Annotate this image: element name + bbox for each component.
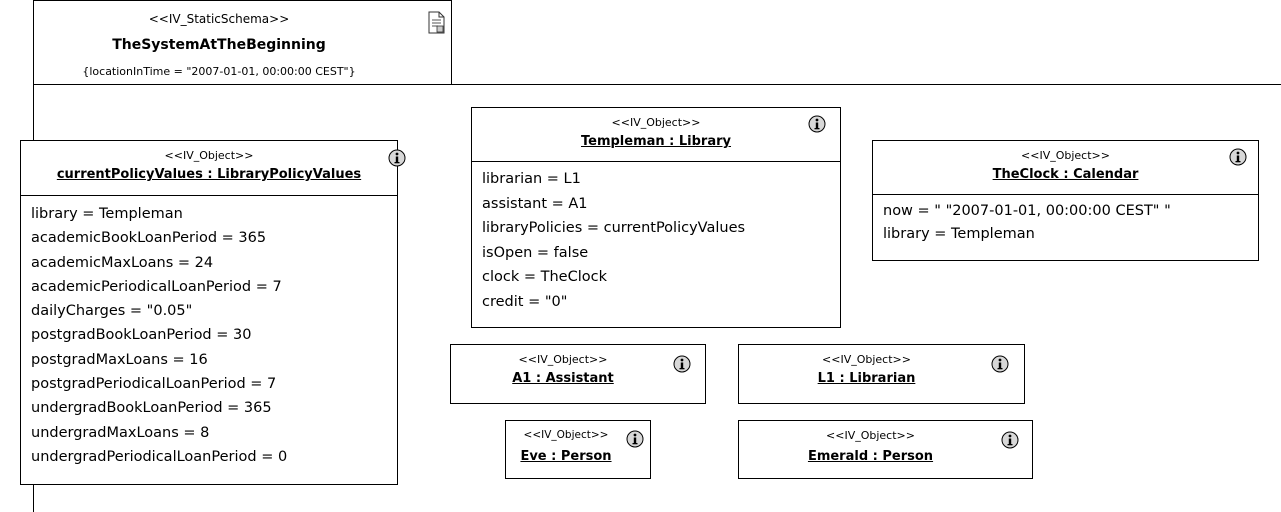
attribute: dailyCharges = "0.05" bbox=[31, 303, 193, 320]
attribute: academicMaxLoans = 24 bbox=[31, 254, 214, 271]
object-stereotype: <<IV_Object>> bbox=[518, 353, 608, 366]
attribute: now = " "2007-01-01, 00:00:00 CEST" " bbox=[883, 203, 1171, 219]
info-icon[interactable] bbox=[808, 115, 826, 133]
diagram-stereotype: <<IV_StaticSchema>> bbox=[148, 12, 290, 26]
attribute: postgradMaxLoans = 16 bbox=[31, 351, 208, 368]
diagram-header[interactable]: <<IV_StaticSchema>> TheSystemAtTheBeginn… bbox=[33, 0, 452, 85]
diagram-constraint: {locationInTime = "2007-01-01, 00:00:00 … bbox=[82, 65, 356, 78]
attribute: undergradPeriodicalLoanPeriod = 0 bbox=[31, 448, 288, 465]
object-name: A1 : Assistant bbox=[512, 371, 614, 386]
attribute: assistant = A1 bbox=[482, 195, 588, 212]
object-stereotype: <<IV_Object>> bbox=[1021, 149, 1110, 162]
object-name: Eve : Person bbox=[520, 449, 612, 464]
attribute-list: library = Templeman academicBookLoanPeri… bbox=[21, 196, 397, 469]
object-clock[interactable]: <<IV_Object>> TheClock : Calendar now = … bbox=[872, 140, 1259, 261]
object-stereotype: <<IV_Object>> bbox=[611, 116, 701, 129]
info-icon[interactable] bbox=[388, 149, 406, 167]
attribute: undergradMaxLoans = 8 bbox=[31, 424, 210, 441]
object-emerald[interactable]: <<IV_Object>> Emerald : Person bbox=[738, 420, 1033, 479]
info-icon[interactable] bbox=[1001, 431, 1019, 449]
object-library[interactable]: <<IV_Object>> Templeman : Library librar… bbox=[471, 107, 841, 328]
object-eve[interactable]: <<IV_Object>> Eve : Person bbox=[505, 420, 651, 479]
attribute: librarian = L1 bbox=[482, 171, 581, 187]
attribute: isOpen = false bbox=[482, 244, 589, 261]
attribute: academicPeriodicalLoanPeriod = 7 bbox=[31, 278, 282, 295]
info-icon[interactable] bbox=[1229, 148, 1247, 166]
object-name: Emerald : Person bbox=[807, 449, 934, 464]
info-icon[interactable] bbox=[626, 430, 644, 448]
attribute: academicBookLoanPeriod = 365 bbox=[31, 230, 267, 247]
object-stereotype: <<IV_Object>> bbox=[523, 429, 609, 441]
object-librarian[interactable]: <<IV_Object>> L1 : Librarian bbox=[738, 344, 1025, 404]
attribute: library = Templeman bbox=[883, 226, 1035, 242]
diagram-name: TheSystemAtTheBeginning bbox=[112, 37, 326, 53]
attribute: postgradPeriodicalLoanPeriod = 7 bbox=[31, 376, 277, 393]
object-stereotype: <<IV_Object>> bbox=[822, 353, 911, 366]
attribute: undergradBookLoanPeriod = 365 bbox=[31, 400, 272, 417]
attribute-list: now = " "2007-01-01, 00:00:00 CEST" " li… bbox=[873, 195, 1258, 246]
attribute: library = Templeman bbox=[31, 206, 183, 222]
object-name: TheClock : Calendar bbox=[992, 167, 1139, 182]
attribute: clock = TheClock bbox=[482, 269, 607, 285]
attribute: postgradBookLoanPeriod = 30 bbox=[31, 327, 252, 344]
attribute: libraryPolicies = currentPolicyValues bbox=[482, 220, 746, 236]
object-name: Templeman : Library bbox=[580, 134, 732, 149]
document-icon bbox=[428, 11, 445, 34]
info-icon[interactable] bbox=[991, 355, 1009, 373]
object-name: currentPolicyValues : LibraryPolicyValue… bbox=[56, 167, 362, 182]
object-stereotype: <<IV_Object>> bbox=[164, 149, 254, 162]
object-stereotype: <<IV_Object>> bbox=[826, 429, 915, 442]
info-icon[interactable] bbox=[673, 355, 691, 373]
object-name: L1 : Librarian bbox=[817, 371, 916, 386]
object-policy-values[interactable]: <<IV_Object>> currentPolicyValues : Libr… bbox=[20, 140, 406, 485]
attribute: credit = "0" bbox=[482, 293, 568, 310]
object-assistant[interactable]: <<IV_Object>> A1 : Assistant bbox=[450, 344, 706, 404]
attribute-list: librarian = L1 assistant = A1 libraryPol… bbox=[472, 162, 840, 314]
